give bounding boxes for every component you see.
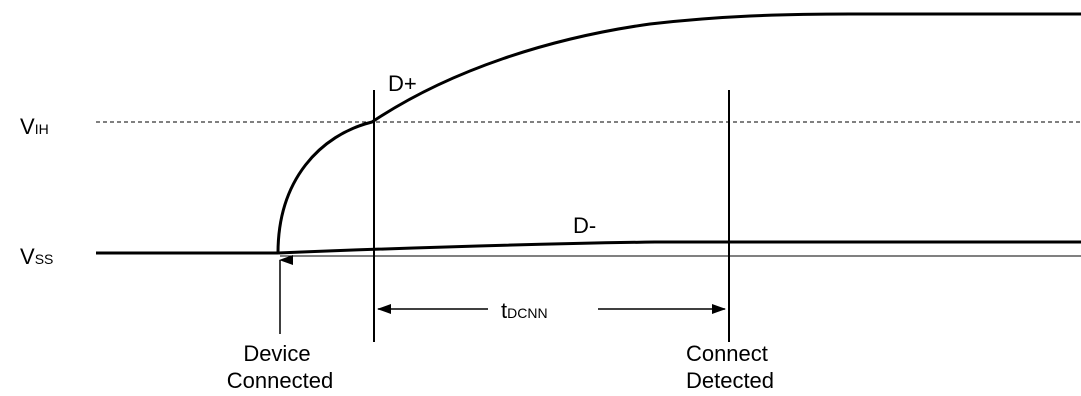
vih-label: VIH (20, 114, 49, 139)
dminus-label: D- (573, 213, 596, 238)
dplus-curve (276, 12, 1081, 254)
device-connected-label: Device Connected (227, 341, 333, 393)
dplus-label: D+ (388, 71, 417, 96)
connect-detected-label: Connect Detected (686, 341, 774, 393)
vss-label: VSS (20, 244, 53, 269)
tdcnn-label: tDCNN (501, 298, 548, 323)
dminus-curve (277, 240, 1081, 255)
